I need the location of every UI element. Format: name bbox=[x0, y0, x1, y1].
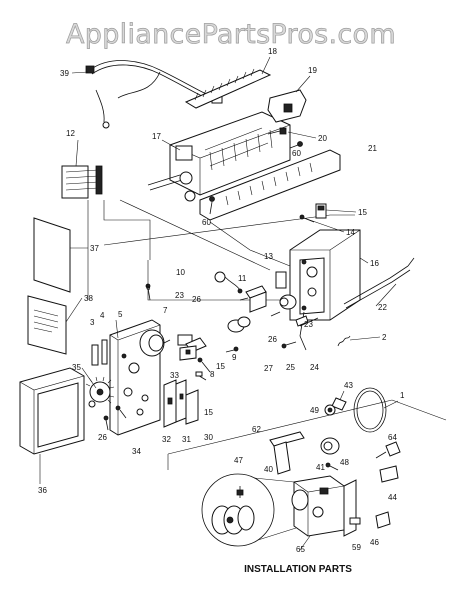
callout-23: 23 bbox=[304, 320, 313, 329]
callout-46: 46 bbox=[370, 538, 379, 547]
callout-26: 26 bbox=[98, 433, 107, 442]
callout-1: 1 bbox=[400, 391, 405, 400]
callout-36: 36 bbox=[38, 486, 47, 495]
instruction-cards bbox=[27, 217, 71, 355]
callout-60: 60 bbox=[202, 218, 211, 227]
callout-labels: 39 18 19 20 17 60 21 12 15 14 16 60 37 1… bbox=[38, 47, 405, 554]
water-valve-bracket bbox=[239, 285, 267, 313]
callout-31: 31 bbox=[182, 435, 191, 444]
callout-41: 41 bbox=[316, 463, 325, 472]
callout-18: 18 bbox=[268, 47, 277, 56]
callout-4: 4 bbox=[100, 311, 105, 320]
switch-stack bbox=[163, 379, 199, 428]
callout-24: 24 bbox=[310, 363, 319, 372]
callout-6: 6 bbox=[146, 283, 151, 292]
callout-3: 3 bbox=[90, 318, 95, 327]
callout-49: 49 bbox=[310, 406, 319, 415]
callout-40: 40 bbox=[264, 465, 273, 474]
callout-30: 30 bbox=[204, 433, 213, 442]
callout-11: 11 bbox=[238, 274, 247, 283]
callout-9: 9 bbox=[232, 353, 237, 362]
callout-8: 8 bbox=[210, 370, 215, 379]
thermostat bbox=[214, 271, 243, 294]
installation-parts-panel bbox=[167, 387, 447, 547]
callout-22: 22 bbox=[378, 303, 387, 312]
callout-15: 15 bbox=[204, 408, 213, 417]
callout-62: 62 bbox=[252, 425, 261, 434]
callout-39: 39 bbox=[60, 69, 69, 78]
callout-27: 27 bbox=[264, 364, 273, 373]
callout-60: 60 bbox=[292, 149, 301, 158]
assembly-frame-lines bbox=[87, 199, 355, 301]
shim-strips bbox=[91, 339, 108, 366]
watermark: AppliancePartsPros.com bbox=[66, 19, 396, 50]
callout-leaders bbox=[39, 56, 399, 551]
callout-64: 64 bbox=[388, 433, 397, 442]
callout-43: 43 bbox=[344, 381, 353, 390]
small-hardware-middle bbox=[145, 283, 251, 381]
connector-plug bbox=[61, 165, 103, 199]
timing-gear bbox=[85, 376, 115, 408]
clip-upper bbox=[299, 203, 327, 223]
callout-37: 37 bbox=[90, 244, 99, 253]
callout-14: 14 bbox=[346, 228, 355, 237]
callout-12: 12 bbox=[66, 129, 75, 138]
module-cover-box bbox=[19, 367, 85, 455]
callout-13: 13 bbox=[264, 252, 273, 261]
lever-assembly bbox=[281, 311, 351, 351]
shutoff-arm bbox=[343, 257, 415, 309]
ice-level-bracket bbox=[267, 89, 307, 123]
callout-20: 20 bbox=[318, 134, 327, 143]
callout-15: 15 bbox=[358, 208, 367, 217]
motor bbox=[139, 329, 171, 357]
callout-7: 7 bbox=[163, 306, 168, 315]
motor-housing bbox=[289, 229, 361, 321]
callout-32: 32 bbox=[162, 435, 171, 444]
ice-ejector-assembly bbox=[147, 68, 341, 221]
callout-2: 2 bbox=[382, 333, 387, 342]
callout-26: 26 bbox=[268, 335, 277, 344]
callout-33: 33 bbox=[170, 371, 179, 380]
callout-25: 25 bbox=[286, 363, 295, 372]
callout-59: 59 bbox=[352, 543, 361, 552]
callout-48: 48 bbox=[340, 458, 349, 467]
callout-47: 47 bbox=[234, 456, 243, 465]
solenoid bbox=[270, 271, 297, 317]
callout-10: 10 bbox=[176, 268, 185, 277]
installation-parts-caption: INSTALLATION PARTS bbox=[244, 564, 352, 575]
callout-16: 16 bbox=[370, 259, 379, 268]
callout-34: 34 bbox=[132, 447, 141, 456]
callout-21: 21 bbox=[368, 144, 377, 153]
callout-35: 35 bbox=[72, 363, 81, 372]
callout-38: 38 bbox=[84, 294, 93, 303]
callout-44: 44 bbox=[388, 493, 397, 502]
callout-15: 15 bbox=[216, 362, 225, 371]
callout-5: 5 bbox=[118, 310, 123, 319]
wire-harness bbox=[85, 60, 223, 129]
callout-26: 26 bbox=[192, 295, 201, 304]
screws-lower bbox=[103, 405, 127, 431]
screws-upper bbox=[209, 127, 303, 215]
callout-17: 17 bbox=[152, 132, 161, 141]
callout-19: 19 bbox=[308, 66, 317, 75]
callout-23: 23 bbox=[175, 291, 184, 300]
